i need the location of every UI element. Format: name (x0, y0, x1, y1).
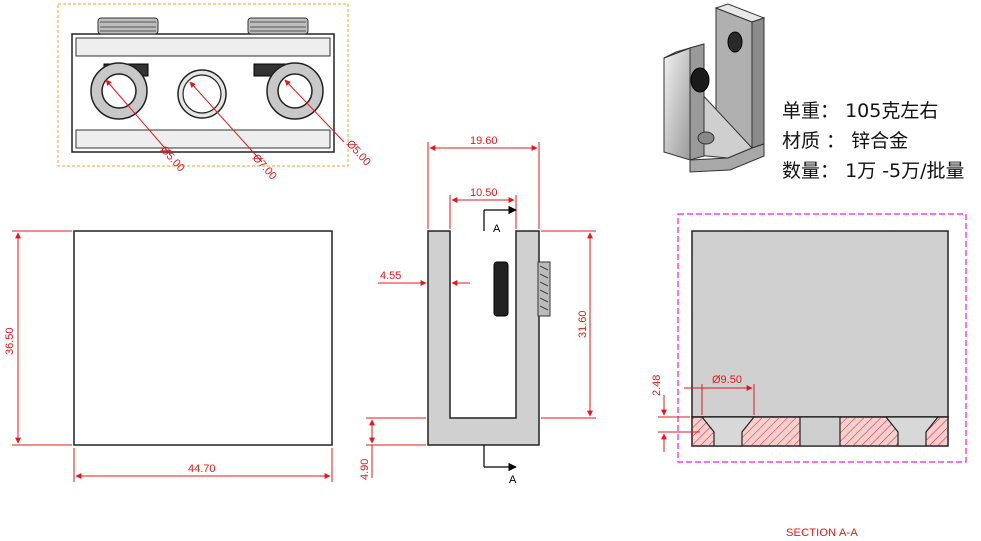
section-frame (677, 213, 967, 463)
screw-knob-right (247, 17, 309, 35)
spec-material: 材质 ： 锌合金 (782, 126, 965, 156)
spec-quantity: 数量： 1万 -5万/批量 (782, 156, 965, 186)
spec-weight-label: 单重： (782, 100, 840, 122)
section-view: Ø9.50 2.48 (651, 213, 967, 463)
dim-wall-thickness: 4.55 (380, 270, 401, 282)
dim-countersink-dia: Ø9.50 (712, 374, 742, 386)
spec-material-value: 锌合金 (851, 130, 909, 152)
spec-quantity-label: 数量： (782, 160, 840, 182)
top-view-frame (57, 3, 349, 167)
dim-hole-right: Ø5.00 (344, 138, 373, 168)
dim-inner-depth: 31.60 (577, 310, 589, 338)
spec-quantity-value: 1万 -5万/批量 (845, 160, 965, 182)
dim-outer-width-side: 19.60 (470, 135, 498, 147)
side-view: 19.60 10.50 4.55 31.60 4.90 A A (359, 135, 596, 486)
spec-weight-value: 105克左右 (845, 100, 939, 122)
dim-base-thickness: 4.90 (359, 459, 371, 480)
section-marker-top: A (493, 223, 501, 235)
spec-material-label: 材质 ： (782, 130, 846, 152)
spec-weight: 单重： 105克左右 (782, 96, 965, 126)
dim-slot-width-side: 10.50 (470, 187, 498, 199)
dim-hole-center: Ø7.00 (250, 152, 279, 182)
section-marker-bottom: A (509, 474, 517, 486)
section-caption: SECTION A-A (786, 527, 858, 539)
top-view: Ø5.00 Ø7.00 Ø5.00 (57, 3, 373, 182)
screw-knob-left (97, 17, 159, 35)
dim-height-front: 36.50 (4, 327, 16, 355)
product-spec-list: 单重： 105克左右 材质 ： 锌合金 数量： 1万 -5万/批量 (782, 96, 965, 186)
product-isometric (663, 3, 766, 173)
dim-width-front: 44.70 (188, 463, 216, 475)
front-view: 36.50 44.70 (4, 230, 333, 482)
dim-countersink-depth: 2.48 (651, 375, 663, 396)
